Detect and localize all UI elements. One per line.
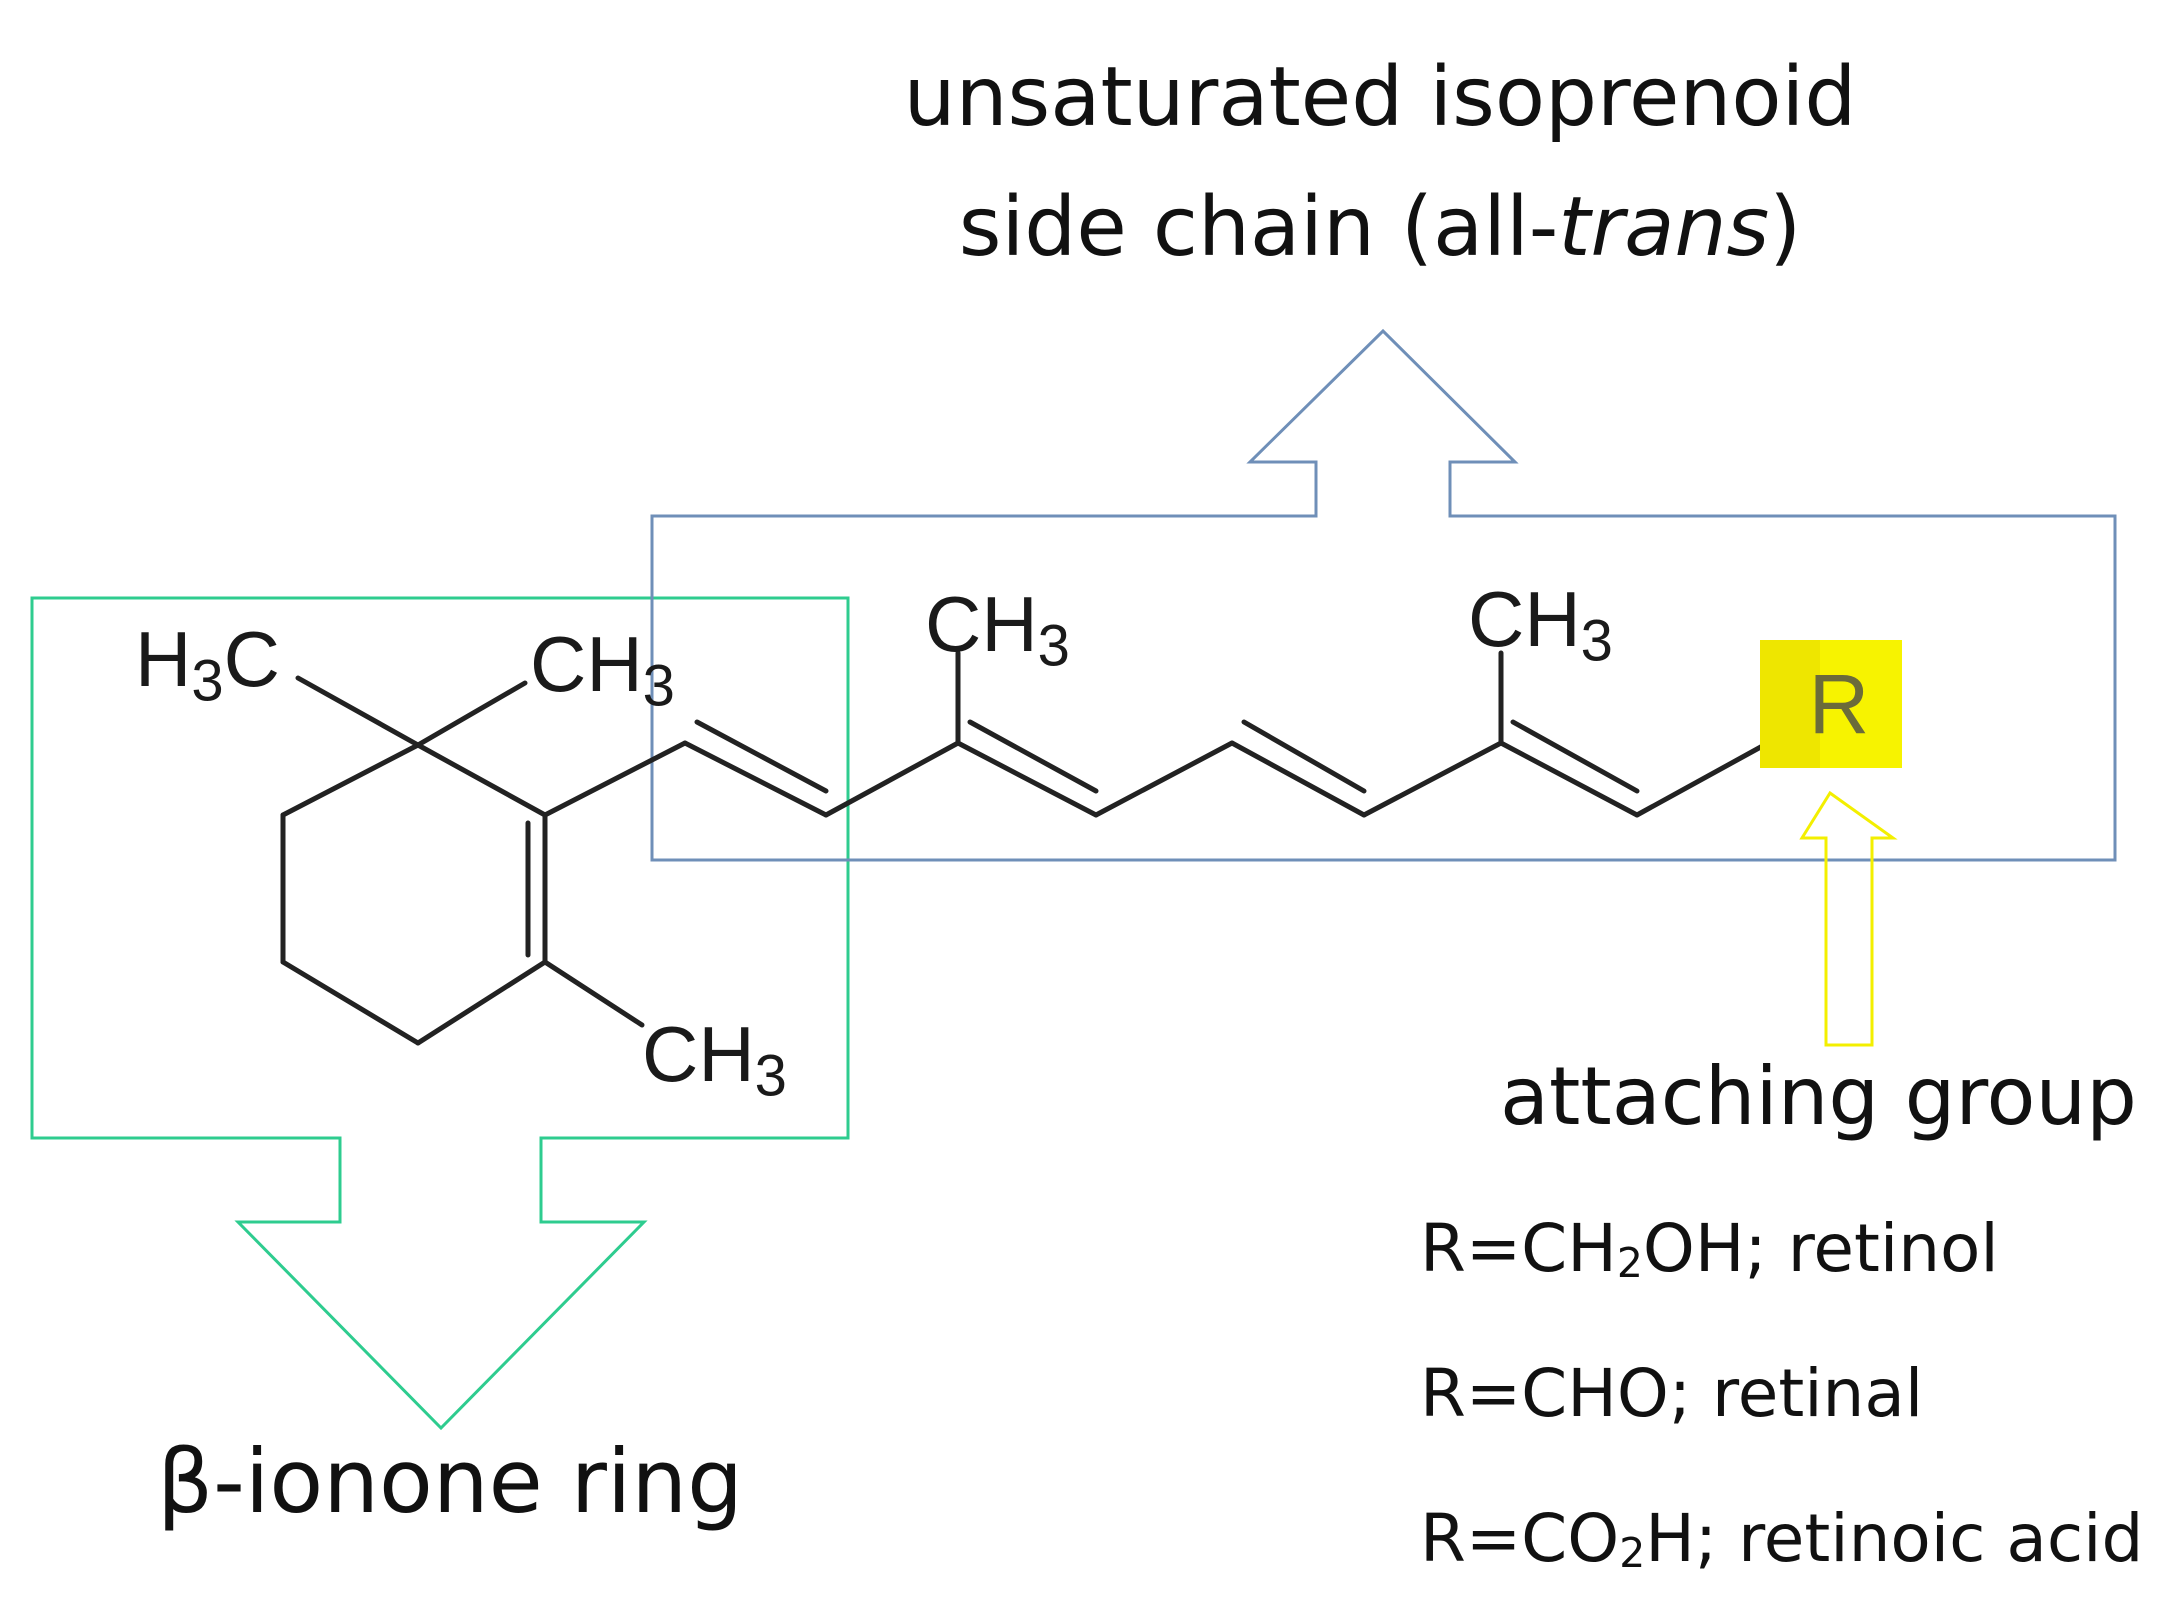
ring-label: β-ionone ring: [157, 1430, 743, 1533]
ch3-label-ring: CH3: [642, 1010, 787, 1109]
h3c-label: H3C: [135, 615, 280, 714]
equation-retinoic-acid: R=CO2H; retinoic acid: [1420, 1500, 2144, 1578]
attaching-group-arrow: [1799, 790, 1898, 1047]
chain-title-line1: unsaturated isoprenoid: [903, 50, 1857, 145]
skeletal-bonds: [280, 650, 1771, 1046]
chain-box-with-up-arrow: [650, 328, 2117, 862]
attaching-group-label: attaching group: [1500, 1050, 2137, 1143]
ch3-label-gem: CH3: [530, 620, 675, 719]
equation-retinal: R=CHO; retinal: [1420, 1355, 1924, 1432]
r-group-highlight: [1760, 640, 1902, 768]
chain-title-line2: side chain (all-trans): [958, 180, 1802, 275]
ch3-label-chain-1: CH3: [925, 580, 1070, 679]
r-group-label: R: [1808, 657, 1870, 751]
ring-box-with-down-arrow: [30, 596, 850, 1431]
ch3-label-chain-2: CH3: [1468, 575, 1613, 674]
equation-retinol: R=CH2OH; retinol: [1420, 1210, 1999, 1288]
